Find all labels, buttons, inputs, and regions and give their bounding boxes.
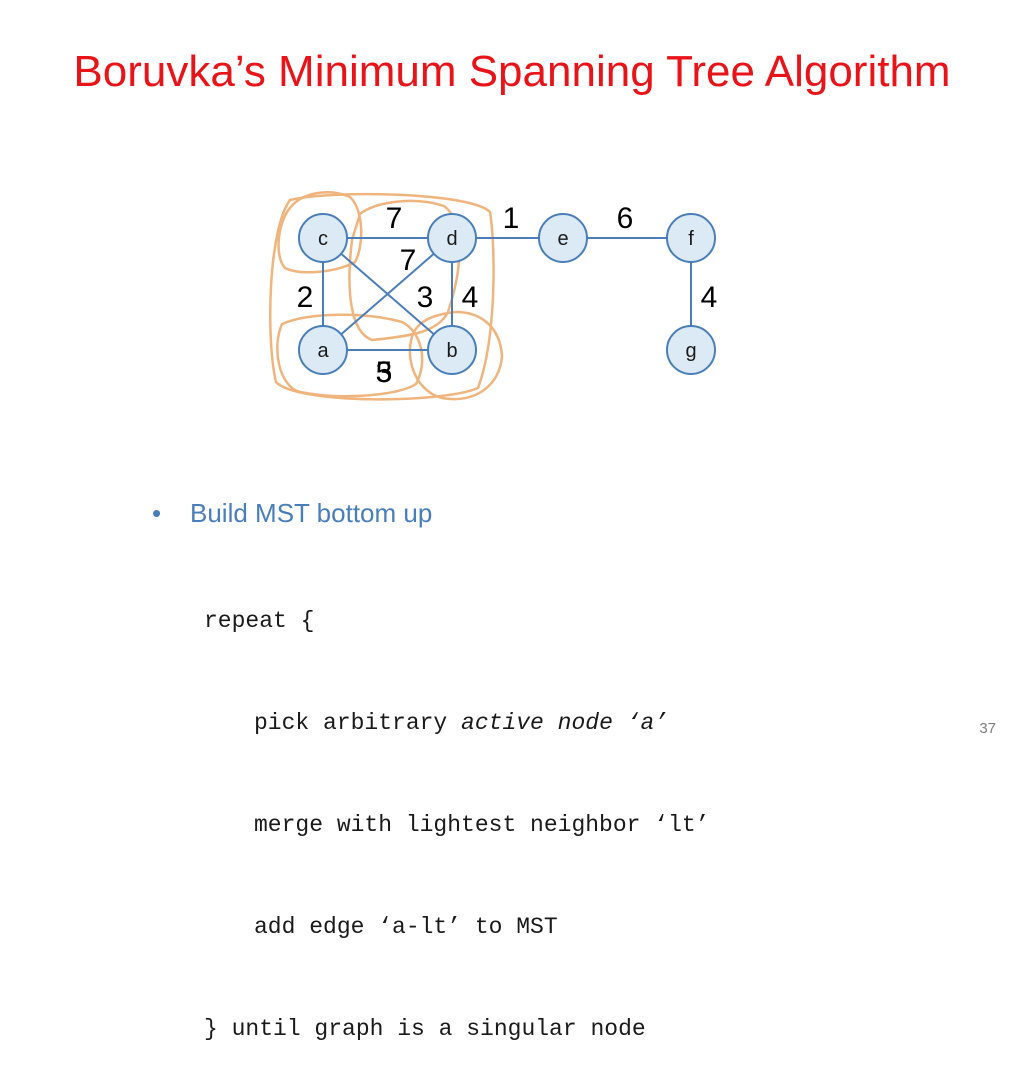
cluster-outline-large bbox=[268, 192, 495, 401]
weight-c-a: 2 bbox=[297, 281, 314, 314]
code-text-add-edge: add edge ‘a-lt’ to MST bbox=[254, 914, 558, 940]
weight-a-d: 7 bbox=[400, 244, 417, 277]
node-label-e: e bbox=[557, 228, 568, 250]
edge-a-d bbox=[322, 237, 453, 351]
weight-c-b: 3 bbox=[417, 281, 434, 314]
code-line-pick: pick arbitrary active node ‘a’ bbox=[204, 706, 709, 740]
graph-diagram: c d e f a b g 7 1 6 2 3 7 4 4 5 3 bbox=[268, 191, 718, 401]
graph-nodes bbox=[298, 213, 716, 375]
code-line-repeat: repeat { bbox=[204, 604, 709, 638]
weight-e-f: 6 bbox=[617, 202, 634, 235]
bullet-text: Build MST bottom up bbox=[190, 498, 433, 528]
weight-c-d: 7 bbox=[386, 202, 403, 235]
weight-a-b: 5 bbox=[376, 356, 393, 389]
slide-title: Boruvka’s Minimum Spanning Tree Algorith… bbox=[73, 47, 951, 96]
node-label-b: b bbox=[446, 340, 457, 362]
node-b bbox=[427, 325, 477, 375]
code-text-pick: pick arbitrary bbox=[254, 710, 462, 736]
node-label-c: c bbox=[318, 228, 328, 250]
node-label-f: f bbox=[688, 228, 694, 250]
node-label-d: d bbox=[446, 228, 457, 250]
cluster-outlines bbox=[268, 191, 504, 401]
weight-d-b: 4 bbox=[462, 281, 479, 314]
cluster-outline-b bbox=[408, 310, 504, 401]
node-g bbox=[666, 325, 716, 375]
code-text-merge: merge with lightest neighbor ‘lt’ bbox=[254, 812, 710, 838]
weight-d-e: 1 bbox=[503, 202, 520, 235]
weight-f-g: 4 bbox=[701, 281, 718, 314]
node-label-g: g bbox=[685, 340, 696, 362]
node-f bbox=[666, 213, 716, 263]
node-c bbox=[298, 213, 348, 263]
weight-a-b-overlap: 3 bbox=[376, 356, 393, 389]
code-line-add-edge: add edge ‘a-lt’ to MST bbox=[204, 910, 709, 944]
node-label-a: a bbox=[317, 340, 329, 362]
code-line-merge: merge with lightest neighbor ‘lt’ bbox=[204, 808, 709, 842]
graph-edges bbox=[322, 237, 692, 351]
code-text-repeat: repeat { bbox=[204, 608, 315, 634]
node-d bbox=[427, 213, 477, 263]
node-a bbox=[298, 325, 348, 375]
page-number: 37 bbox=[979, 720, 996, 737]
pseudocode-block: repeat { pick arbitrary active node ‘a’ … bbox=[204, 536, 709, 1080]
bullet-dot: • bbox=[152, 498, 162, 528]
code-line-until: } until graph is a singular node bbox=[204, 1012, 709, 1046]
code-text-active-node: active node bbox=[461, 710, 613, 736]
cluster-outline-c bbox=[277, 191, 363, 274]
bullet-item: • Build MST bottom up bbox=[152, 496, 432, 530]
code-text-until: } until graph is a singular node bbox=[204, 1016, 646, 1042]
code-text-node-a: ‘a’ bbox=[612, 710, 669, 736]
node-e bbox=[538, 213, 588, 263]
